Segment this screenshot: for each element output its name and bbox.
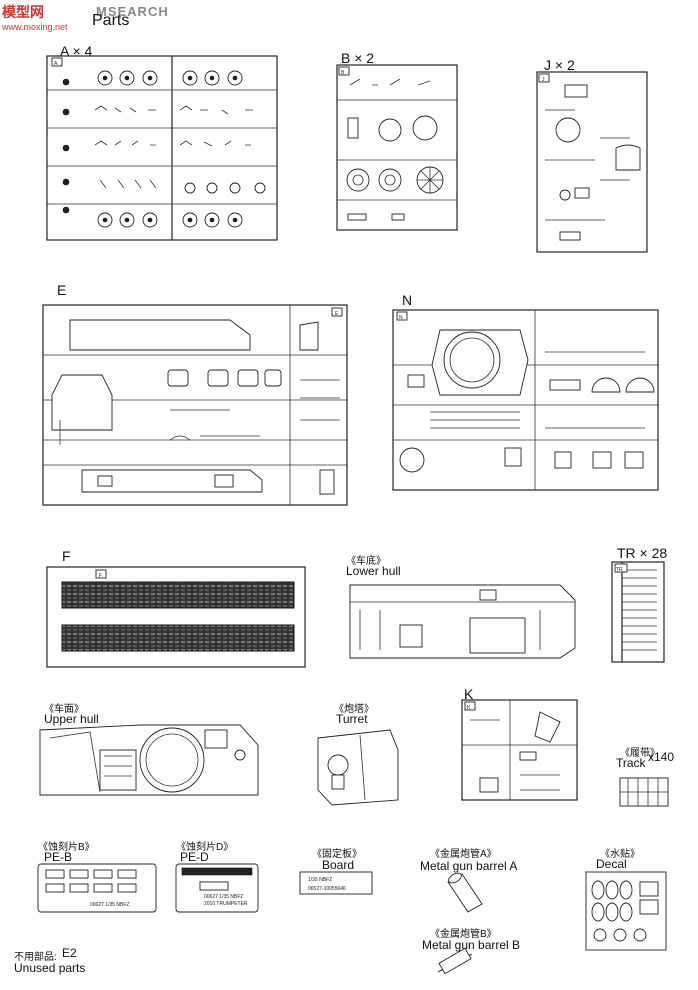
sprue-j-label: J × 2: [544, 57, 575, 73]
board-cn: 《固定板》: [312, 849, 362, 860]
svg-text:F: F: [99, 573, 102, 579]
decal-cn: 《水贴》: [600, 849, 640, 860]
pe-d-code: 00627 1/35 NBFZ: [204, 894, 243, 900]
svg-text:E: E: [335, 311, 339, 317]
gun-barrel-b-drawing: [437, 947, 473, 975]
turret-drawing: [317, 729, 399, 806]
svg-text:K: K: [467, 705, 471, 711]
sprue-n-label: N: [402, 292, 413, 308]
decal-en: Decal: [596, 857, 627, 871]
sprue-b-label: B × 2: [341, 50, 375, 66]
turret-en: Turret: [336, 712, 368, 726]
unused-parts-code: E2: [62, 946, 77, 960]
board-drawing: 1/35 NBFZ 06527-10055046: [299, 871, 373, 895]
svg-text:N: N: [399, 315, 403, 321]
upper-hull-cn: 《车面》: [44, 704, 84, 715]
unused-parts-cn: 不用部品:: [14, 952, 57, 963]
unused-parts-en: Unused parts: [14, 961, 86, 975]
board-line1: 1/35 NBFZ: [308, 877, 332, 883]
page-title: Parts: [92, 12, 130, 29]
track-count: x140: [648, 750, 675, 764]
sprue-j: J: [536, 71, 648, 253]
pe-d-drawing: 00627 1/35 NBFZ 2010 TRUMPETER: [175, 863, 259, 913]
pe-b-drawing: 00627 1/35 NBFZ: [37, 863, 157, 913]
gun-b-en: Metal gun barrel B: [422, 938, 521, 952]
pe-b-cn: 《蚀刻片B》: [38, 842, 95, 853]
pe-b-en: PE-B: [44, 850, 73, 864]
sprue-e: E: [42, 304, 348, 506]
sprue-n: N: [392, 309, 659, 491]
sprue-b: B: [336, 64, 458, 231]
gun-barrel-a-drawing: [447, 872, 483, 913]
lower-hull-drawing: [349, 584, 576, 659]
board-line2: 06527-10055046: [308, 886, 346, 892]
watermark-brand: 模型网: [2, 4, 44, 20]
track-cn: 《履带》: [620, 748, 660, 759]
pe-d-en: PE-D: [180, 850, 209, 864]
svg-text:J: J: [542, 77, 545, 83]
upper-hull-drawing: [39, 724, 259, 796]
sprue-e-label: E: [57, 282, 67, 298]
watermark-search: MSEARCH: [96, 4, 169, 19]
lower-hull-cn: 《车底》: [346, 556, 386, 567]
pe-b-code: 00627 1/35 NBFZ: [90, 902, 129, 908]
sprue-f-label: F: [62, 548, 71, 564]
sprue-k: K: [461, 699, 578, 801]
sprue-f: F: [46, 566, 306, 668]
svg-text:B: B: [341, 70, 345, 76]
pe-d-maker: 2010 TRUMPETER: [204, 901, 248, 907]
track-drawing: [619, 777, 669, 807]
decal-drawing: [585, 871, 667, 951]
turret-cn: 《炮塔》: [334, 704, 374, 715]
gun-b-cn: 《金属炮管B》: [430, 929, 497, 940]
track-en: Track: [616, 756, 646, 770]
sprue-k-label: K: [464, 686, 474, 702]
upper-hull-en: Upper hull: [44, 712, 99, 726]
gun-a-cn: 《金属炮管A》: [430, 849, 497, 860]
sprue-a-label: A × 4: [60, 43, 93, 59]
lower-hull-en: Lower hull: [346, 564, 401, 578]
svg-text:A: A: [54, 61, 58, 67]
gun-a-en: Metal gun barrel A: [420, 859, 518, 873]
sprue-tr: TR: [611, 561, 665, 663]
sprue-tr-label: TR × 28: [617, 545, 668, 561]
pe-d-cn: 《蚀刻片D》: [176, 842, 234, 853]
watermark-url: www.moxing.net: [2, 22, 68, 32]
svg-text:TR: TR: [616, 567, 623, 573]
sprue-a: A: [46, 55, 278, 241]
board-en: Board: [322, 858, 355, 872]
